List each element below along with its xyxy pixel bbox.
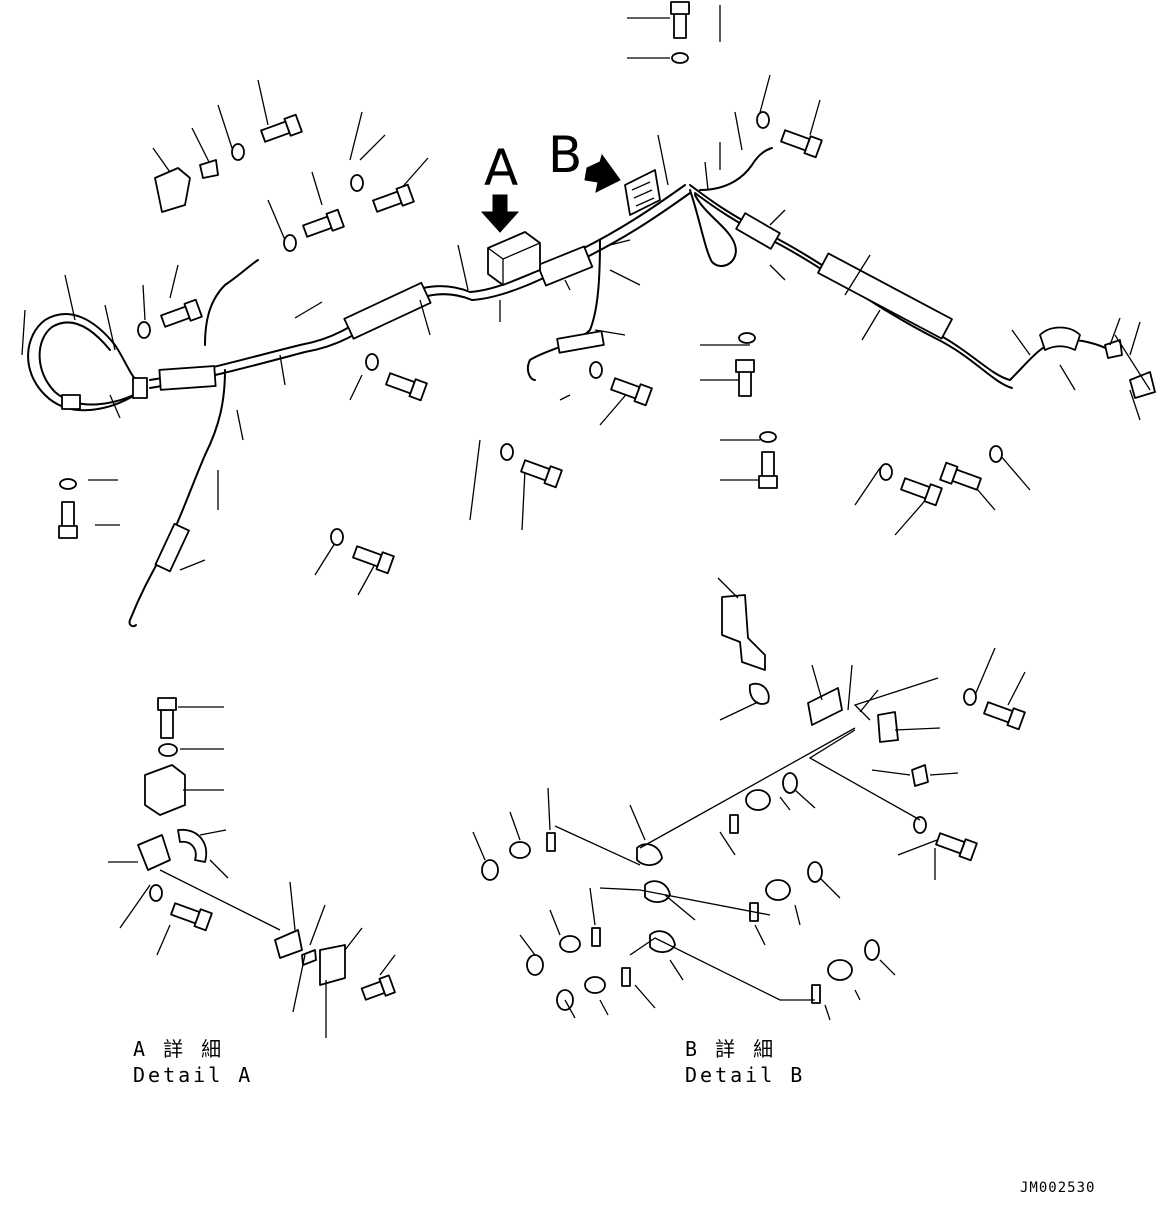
terminal-set-2 bbox=[526, 861, 823, 976]
connector-block-b bbox=[624, 169, 661, 216]
connector-box-a bbox=[487, 231, 541, 286]
arrow-a bbox=[480, 194, 520, 233]
main-wire-harness bbox=[27, 147, 1156, 628]
leader-lines bbox=[21, 5, 1151, 596]
callout-letter-a: A bbox=[484, 139, 519, 197]
detail-b-exploded bbox=[472, 577, 1026, 1021]
bracket-top-left bbox=[154, 159, 219, 213]
detail-a-label-jp: A 詳 細 bbox=[133, 1037, 225, 1061]
detail-b-label-en: Detail B bbox=[685, 1063, 806, 1087]
main-washers bbox=[59, 52, 1003, 546]
detail-a-exploded bbox=[108, 697, 396, 1038]
callout-letter-b: B bbox=[548, 126, 583, 184]
main-bolts bbox=[58, 1, 982, 575]
detail-b-label-jp: B 詳 細 bbox=[685, 1037, 777, 1061]
terminal-set-3 bbox=[556, 939, 880, 1011]
drawing-code: JM002530 bbox=[1020, 1180, 1096, 1196]
detail-a-label-en: Detail A bbox=[133, 1063, 254, 1087]
terminal-set-1 bbox=[481, 772, 798, 881]
arrow-b bbox=[584, 153, 621, 193]
